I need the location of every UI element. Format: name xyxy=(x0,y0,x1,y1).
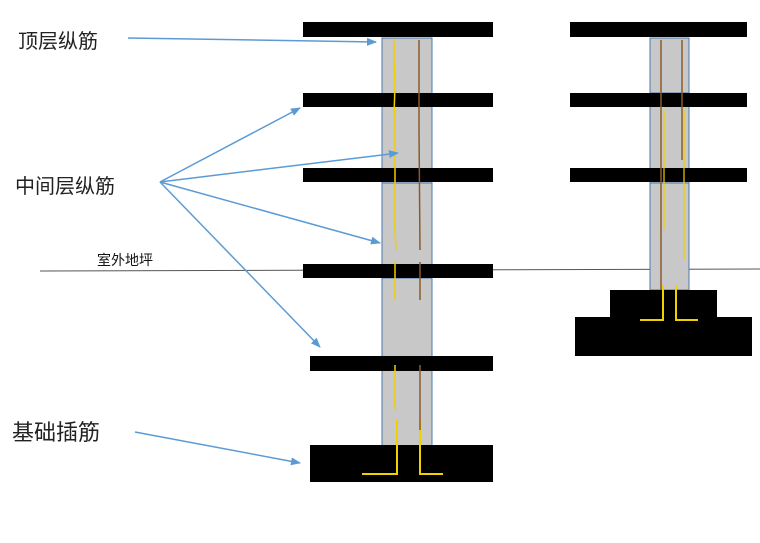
left-dowel-right xyxy=(419,420,443,475)
left-top-slab xyxy=(303,22,493,37)
arrow-middle-3 xyxy=(159,181,381,245)
left-column-assembly xyxy=(303,22,493,482)
right-column-assembly xyxy=(570,22,752,356)
arrow-middle-1 xyxy=(159,107,301,183)
right-foundation-lower xyxy=(575,317,752,356)
right-dowel-left xyxy=(640,285,664,321)
arrow-foundation xyxy=(134,431,301,466)
left-rebar-brown xyxy=(418,129,421,251)
annotation-arrows xyxy=(127,37,399,466)
arrow-middle-2 xyxy=(159,150,399,183)
right-floor-slab xyxy=(570,93,747,107)
arrow-top-rebar xyxy=(127,37,377,46)
label-foundation-dowel: 基础插筋 xyxy=(12,421,100,446)
right-column xyxy=(649,37,690,291)
left-rebar-yellow-top xyxy=(393,40,396,116)
label-top-longitudinal: 顶层纵筋 xyxy=(18,29,98,53)
label-middle-longitudinal: 中间层纵筋 xyxy=(15,174,115,198)
left-floor-slab xyxy=(310,356,493,371)
left-dowel-left xyxy=(362,420,398,475)
left-rebar-yellow-mid xyxy=(394,110,397,251)
right-floor-slab xyxy=(570,168,747,182)
left-floor-slab xyxy=(303,264,493,278)
right-dowel-right xyxy=(675,285,698,321)
left-foundation xyxy=(310,445,493,482)
arrow-middle-4 xyxy=(159,181,321,348)
left-floor-slab xyxy=(303,93,493,107)
left-floor-slab xyxy=(303,168,493,182)
right-top-slab xyxy=(570,22,747,37)
label-outdoor-ground: 室外地坪 xyxy=(97,252,153,269)
